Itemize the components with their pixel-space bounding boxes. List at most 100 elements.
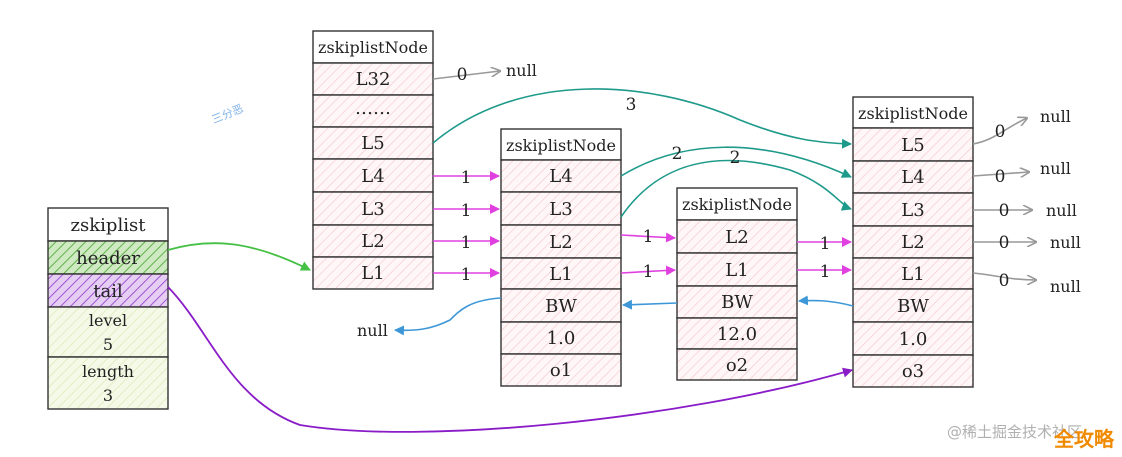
o3-l2-span: 0 — [999, 233, 1010, 253]
header-l32-null: null — [506, 61, 537, 80]
o1-obj-cell — [500, 353, 622, 387]
zskiplist-header-cell — [47, 240, 169, 275]
o1-backward-null-arrow — [394, 297, 502, 336]
site-logo-watermark: 全攻略 — [1053, 427, 1115, 451]
o2-score-cell — [676, 317, 798, 350]
o3-score: 1.0 — [899, 329, 928, 350]
tail-pointer-arrow — [167, 286, 853, 433]
o1-level-l4: L4 — [549, 166, 572, 187]
o1-backward: BW — [545, 296, 577, 317]
o1-l4-arrow — [620, 146, 852, 178]
o3-l5-null: null — [1040, 107, 1071, 126]
o3-l5-null-arrow — [972, 118, 1027, 145]
header-level-cell-l2 — [312, 224, 434, 258]
o1-l1-span: 1 — [643, 262, 654, 282]
o3-level-l2: L2 — [901, 232, 924, 253]
o3-level-cell-l4 — [852, 160, 974, 194]
o1-title: zskiplistNode — [506, 136, 616, 155]
o1-l3-arrow — [620, 159, 852, 218]
o2-obj-cell — [676, 348, 798, 381]
o3-level-cell-l3 — [852, 192, 974, 227]
o1-backward-cell — [500, 288, 622, 323]
header-level-l2: L2 — [361, 231, 384, 252]
author-watermark-text: 三分恶 — [210, 102, 245, 126]
o1-obj: o1 — [550, 360, 572, 381]
zskiplist-level-label: level — [89, 311, 127, 330]
o2-obj: o2 — [726, 355, 748, 376]
header-l1-span: 1 — [461, 265, 472, 285]
o2-backward: BW — [721, 292, 753, 313]
o1-score-cell — [500, 321, 622, 355]
o1-l3-span: 2 — [730, 148, 741, 168]
o3-obj-cell — [852, 354, 974, 388]
o2-l1-span: 1 — [820, 262, 831, 282]
header-l2-span: 1 — [461, 233, 472, 253]
o1-level-cell-l3 — [500, 191, 622, 226]
header-node: zskiplistNode L32 …… L5 L4 L3 L2 L1 — [312, 30, 434, 290]
o2-level-cell-l2 — [676, 219, 798, 254]
zskiplist-length-label: length — [82, 362, 134, 381]
o3-level-cell-l5 — [852, 127, 974, 162]
header-level-l5: L5 — [361, 133, 384, 154]
o3-l3-span: 0 — [999, 201, 1010, 221]
header-l4-span: 1 — [461, 168, 472, 188]
o1-level-cell-l2 — [500, 224, 622, 259]
o3-title: zskiplistNode — [858, 104, 968, 123]
zskiplist-length-cell — [47, 356, 169, 410]
o2-level-l2: L2 — [725, 227, 748, 248]
zskiplist-length-value: 3 — [103, 386, 113, 405]
o1-score: 1.0 — [547, 328, 576, 349]
author-watermark: 三分恶 — [210, 102, 245, 126]
header-level-cell-l1 — [312, 256, 434, 290]
zskiplist-level-value: 5 — [103, 335, 113, 354]
o3-backward: BW — [897, 296, 929, 317]
o3-l1-null: null — [1050, 277, 1081, 296]
o2-score: 12.0 — [717, 324, 757, 345]
header-level-cell-l4 — [312, 158, 434, 193]
header-level-l1: L1 — [361, 263, 384, 284]
o3-title-cell — [852, 96, 974, 129]
o3-level-l4: L4 — [901, 167, 924, 188]
zskiplist-struct: zskiplist header tail level 5 length 3 — [47, 207, 169, 410]
o3-backward-arrow — [798, 295, 854, 307]
zskiplist-tail-label: tail — [93, 281, 123, 302]
header-l5-arrow — [432, 88, 852, 149]
o3-level-l5: L5 — [901, 135, 924, 156]
o3-l2-null: null — [1050, 233, 1081, 252]
site-watermark: @稀土掘金技术社区 — [947, 423, 1082, 441]
o1-level-l2: L2 — [549, 232, 572, 253]
header-level-cell-ellipsis — [312, 94, 434, 128]
o3-l1-span: 0 — [999, 271, 1010, 291]
o3-level-l3: L3 — [901, 200, 924, 221]
o2-l2-span: 1 — [820, 234, 831, 254]
header-level-l32: L32 — [356, 69, 391, 90]
o1-level-l3: L3 — [549, 199, 572, 220]
o1-level-l1: L1 — [549, 264, 572, 285]
o3-l4-null-arrow — [972, 172, 1029, 176]
header-level-l4: L4 — [361, 166, 384, 187]
header-l5-span: 3 — [626, 95, 637, 115]
header-l3-span: 1 — [461, 201, 472, 221]
o3-l4-null: null — [1040, 159, 1071, 178]
header-l32-span: 0 — [457, 65, 468, 85]
o3-l4-span: 0 — [995, 167, 1006, 187]
header-level-ellipsis: …… — [355, 98, 391, 119]
header-node-title-cell — [312, 30, 434, 64]
header-l32-null-arrow — [432, 71, 500, 80]
zskiplist-level-cell — [47, 306, 169, 358]
o2-title-cell — [676, 187, 798, 221]
o3-l5-span: 0 — [995, 122, 1006, 142]
o2-title: zskiplistNode — [682, 195, 792, 214]
o3-obj: o3 — [902, 361, 924, 382]
node-o2: zskiplistNode L2 L1 BW 12.0 o2 — [676, 187, 798, 381]
o3-level-l1: L1 — [901, 264, 924, 285]
header-level-l3: L3 — [361, 199, 384, 220]
node-o1: zskiplistNode L4 L3 L2 L1 BW 1.0 o1 — [500, 128, 622, 387]
o3-l1-null-arrow — [972, 272, 1036, 280]
zskiplist-title-cell — [47, 207, 169, 242]
zskiplist-header-label: header — [76, 248, 140, 269]
o1-backward-null: null — [357, 321, 388, 340]
zskiplist-title: zskiplist — [71, 215, 147, 236]
